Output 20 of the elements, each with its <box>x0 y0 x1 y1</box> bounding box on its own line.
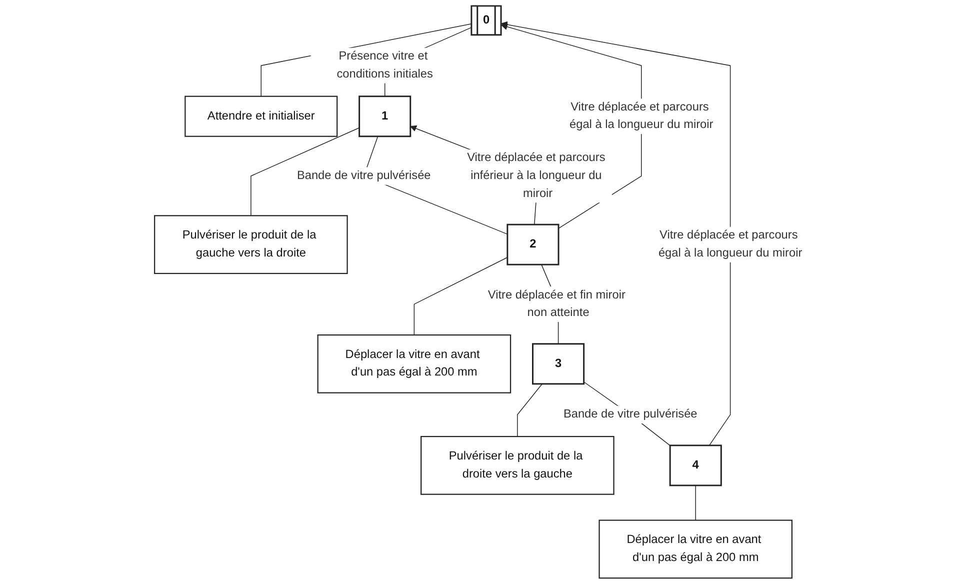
node-box: Pulvériser le produit de la gauche vers la droite <box>154 215 348 274</box>
node-box: Pulvériser le produit de la droite vers la gauche <box>420 436 614 495</box>
node-box: 1 <box>358 96 412 138</box>
edge-label: Bande de vitre pulvérisée <box>563 408 698 421</box>
edge-label: Vitre déplacée et parcours égal à la longueur du miroir <box>658 229 802 260</box>
connector <box>517 384 543 437</box>
node-box: Déplacer la vitre en avant d'un pas égal à 200 mm <box>598 520 792 579</box>
node-box: 3 <box>532 343 585 385</box>
edge-label: Présence vitre et conditions initiales <box>336 50 433 80</box>
node-box: 4 <box>669 444 722 486</box>
connector <box>695 485 696 521</box>
edge-label: Vitre déplacée et parcours égal à la longueur du miroir <box>570 100 714 132</box>
connector <box>414 257 508 336</box>
connector <box>250 127 360 216</box>
edge-label: Vitre déplacée et parcours inférieur à la longueur du miroir <box>467 152 606 200</box>
edge-label: Vitre déplacée et fin miroir non atteinte <box>488 288 626 320</box>
node-box: Déplacer la vitre en avant d'un pas égal à 200 mm <box>317 334 512 394</box>
node-box: 2 <box>506 224 560 266</box>
edge-label: Bande de vitre pulvérisée <box>296 169 431 182</box>
node-box: Attendre et initialiser <box>184 96 338 137</box>
